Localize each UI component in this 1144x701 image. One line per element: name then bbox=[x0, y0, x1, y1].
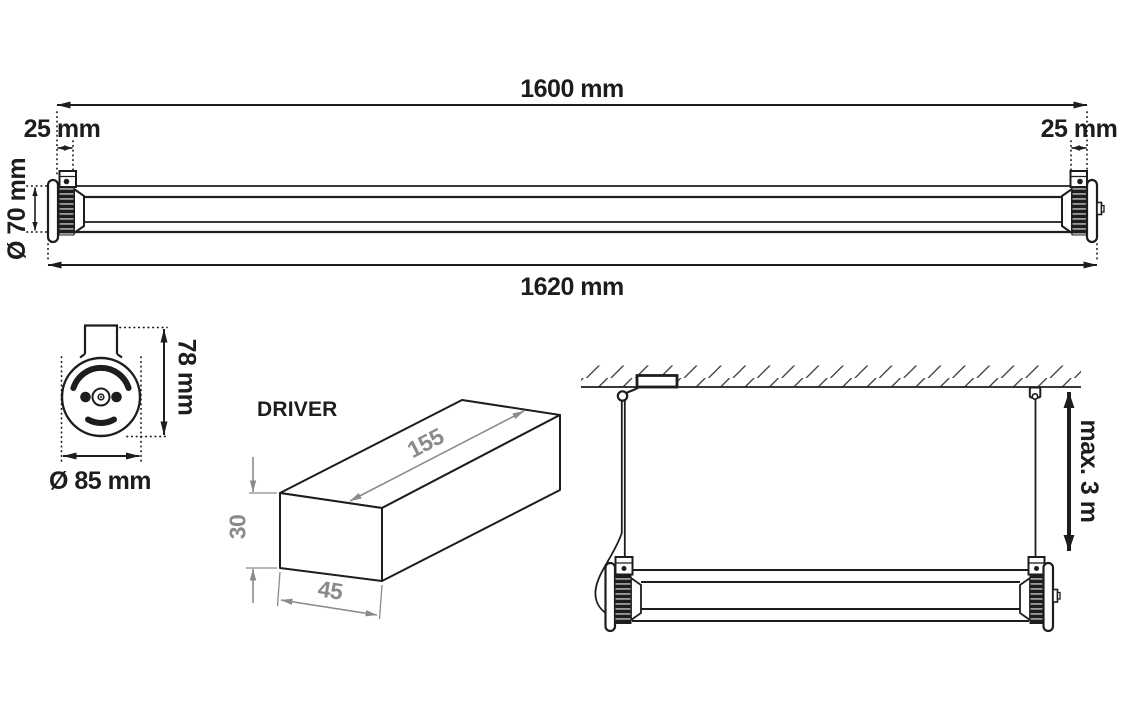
susp-step-left bbox=[630, 577, 642, 621]
susp-bracket-left bbox=[614, 556, 634, 576]
end-view: 78 mm Ø 85 mm bbox=[49, 324, 201, 495]
mount-bracket-right bbox=[1069, 170, 1088, 188]
dim-1600-label: 1600 mm bbox=[520, 75, 624, 103]
power-cord-drape bbox=[594, 400, 623, 618]
endcap-disc-right bbox=[1085, 178, 1099, 244]
dim-diameter-70: Ø 70 mm bbox=[3, 158, 51, 260]
endcap-knurl-left bbox=[58, 186, 75, 236]
suspension-view: max. 3 m bbox=[581, 365, 1103, 633]
dim-dia70-label: Ø 70 mm bbox=[3, 158, 31, 260]
driver-view: DRIVER 155 30 45 bbox=[225, 398, 561, 620]
endcap-disc-left bbox=[46, 178, 60, 244]
dim-endcap-left-25: 25 mm bbox=[24, 111, 101, 177]
dim-45-label: 45 bbox=[316, 575, 345, 605]
cable-loop bbox=[616, 390, 629, 402]
ceiling-hatch bbox=[581, 365, 1081, 387]
dim-driver-45: 45 bbox=[276, 571, 383, 620]
dim-length-1600: 1600 mm bbox=[56, 75, 1088, 109]
dim-25-right-label: 25 mm bbox=[1041, 115, 1118, 143]
dim-30-label: 30 bbox=[225, 515, 251, 540]
end-view-right-dot bbox=[111, 391, 122, 403]
dim-78-label: 78 mm bbox=[173, 339, 201, 416]
dim-25-left-label: 25 mm bbox=[24, 115, 101, 143]
endcap-knurl-right bbox=[1071, 186, 1088, 236]
dim-length-1620: 1620 mm bbox=[47, 243, 1098, 301]
canopy-cable-curve bbox=[625, 385, 641, 394]
endcap-step-right bbox=[1061, 188, 1073, 234]
dim-driver-30: 30 bbox=[225, 457, 277, 603]
dim-diameter-85: Ø 85 mm bbox=[49, 356, 152, 495]
power-entry-nub bbox=[1096, 201, 1105, 216]
susp-knurl-left bbox=[614, 574, 632, 624]
susp-knurl-right bbox=[1029, 574, 1044, 624]
dim-endcap-right-25: 25 mm bbox=[1041, 111, 1118, 177]
end-view-center-screw bbox=[91, 387, 111, 407]
driver-title: DRIVER bbox=[257, 398, 338, 421]
dim-1620-label: 1620 mm bbox=[520, 273, 624, 301]
dim-dia85-label: Ø 85 mm bbox=[49, 467, 151, 495]
end-view-left-dot bbox=[80, 391, 91, 403]
ceiling-canopy bbox=[635, 374, 679, 389]
susp-disc-right bbox=[1042, 561, 1055, 633]
endcap-step-left bbox=[73, 188, 85, 234]
front-view: 1600 mm 25 mm 25 mm Ø 70 mm bbox=[3, 75, 1118, 301]
susp-power-entry-nub bbox=[1052, 588, 1061, 603]
dim-height-78: 78 mm bbox=[119, 326, 201, 438]
mount-bracket-left bbox=[58, 170, 77, 188]
end-view-top-arc bbox=[70, 364, 132, 391]
dim-max3m-label: max. 3 m bbox=[1075, 419, 1103, 522]
susp-step-right bbox=[1019, 577, 1031, 621]
end-view-body-circle bbox=[60, 356, 142, 438]
susp-disc-left bbox=[604, 561, 617, 633]
ceiling-mount-right bbox=[1028, 386, 1042, 400]
dim-max-drop: max. 3 m bbox=[1063, 391, 1103, 552]
susp-bracket-right bbox=[1027, 556, 1046, 576]
driver-box bbox=[279, 399, 561, 582]
lamp-body-front bbox=[46, 170, 1105, 244]
lamp-body-suspended bbox=[604, 556, 1061, 633]
end-view-stem bbox=[79, 324, 123, 359]
end-view-bottom-arc bbox=[85, 416, 117, 426]
